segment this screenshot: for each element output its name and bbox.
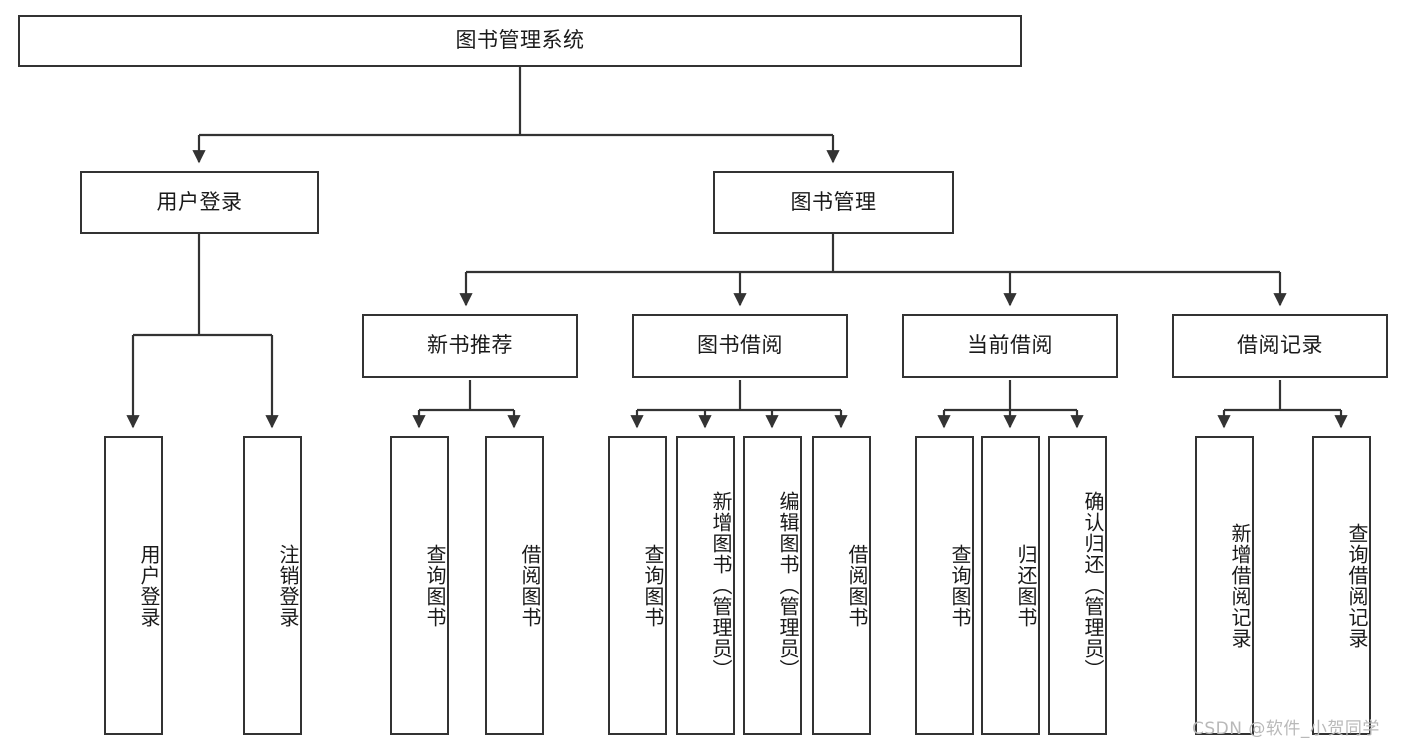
leaf-record-add-record[interactable]: 新增借阅记录: [1195, 436, 1254, 735]
node-current-borrow[interactable]: 当前借阅: [902, 314, 1118, 378]
leaf-label: 归还图书: [1014, 543, 1038, 628]
node-root-system[interactable]: 图书管理系统: [18, 15, 1022, 67]
leaf-borrow-borrow-book[interactable]: 借阅图书: [812, 436, 871, 735]
leaf-current-confirm-return-admin[interactable]: 确认归还（管理员）: [1048, 436, 1107, 735]
leaf-recommend-query-book[interactable]: 查询图书: [390, 436, 449, 735]
leaf-label: 编辑图书（管理员）: [776, 491, 800, 680]
leaf-label: 借阅图书: [845, 543, 869, 628]
leaf-label: 确认归还（管理员）: [1081, 491, 1105, 680]
node-new-book-recommend[interactable]: 新书推荐: [362, 314, 578, 378]
node-book-management[interactable]: 图书管理: [713, 171, 954, 234]
node-user-login[interactable]: 用户登录: [80, 171, 319, 234]
node-book-borrow[interactable]: 图书借阅: [632, 314, 848, 378]
leaf-label: 查询图书: [423, 543, 447, 628]
leaf-current-query-book[interactable]: 查询图书: [915, 436, 974, 735]
leaf-borrow-add-book-admin[interactable]: 新增图书（管理员）: [676, 436, 735, 735]
leaf-label: 注销登录: [276, 543, 300, 628]
leaf-borrow-edit-book-admin[interactable]: 编辑图书（管理员）: [743, 436, 802, 735]
leaf-recommend-borrow-book[interactable]: 借阅图书: [485, 436, 544, 735]
leaf-label: 用户登录: [137, 543, 161, 628]
leaf-label: 查询借阅记录: [1345, 522, 1369, 649]
node-borrow-record[interactable]: 借阅记录: [1172, 314, 1388, 378]
leaf-user-login-logout[interactable]: 注销登录: [243, 436, 302, 735]
leaf-label: 查询图书: [641, 543, 665, 628]
leaf-current-return-book[interactable]: 归还图书: [981, 436, 1040, 735]
leaf-label: 借阅图书: [518, 543, 542, 628]
leaf-label: 查询图书: [948, 543, 972, 628]
leaf-label: 新增借阅记录: [1228, 522, 1252, 649]
leaf-borrow-query-book[interactable]: 查询图书: [608, 436, 667, 735]
leaf-label: 新增图书（管理员）: [709, 491, 733, 680]
leaf-record-query-record[interactable]: 查询借阅记录: [1312, 436, 1371, 735]
leaf-user-login-login[interactable]: 用户登录: [104, 436, 163, 735]
watermark: CSDN @软件_小贺同学: [1192, 719, 1380, 739]
